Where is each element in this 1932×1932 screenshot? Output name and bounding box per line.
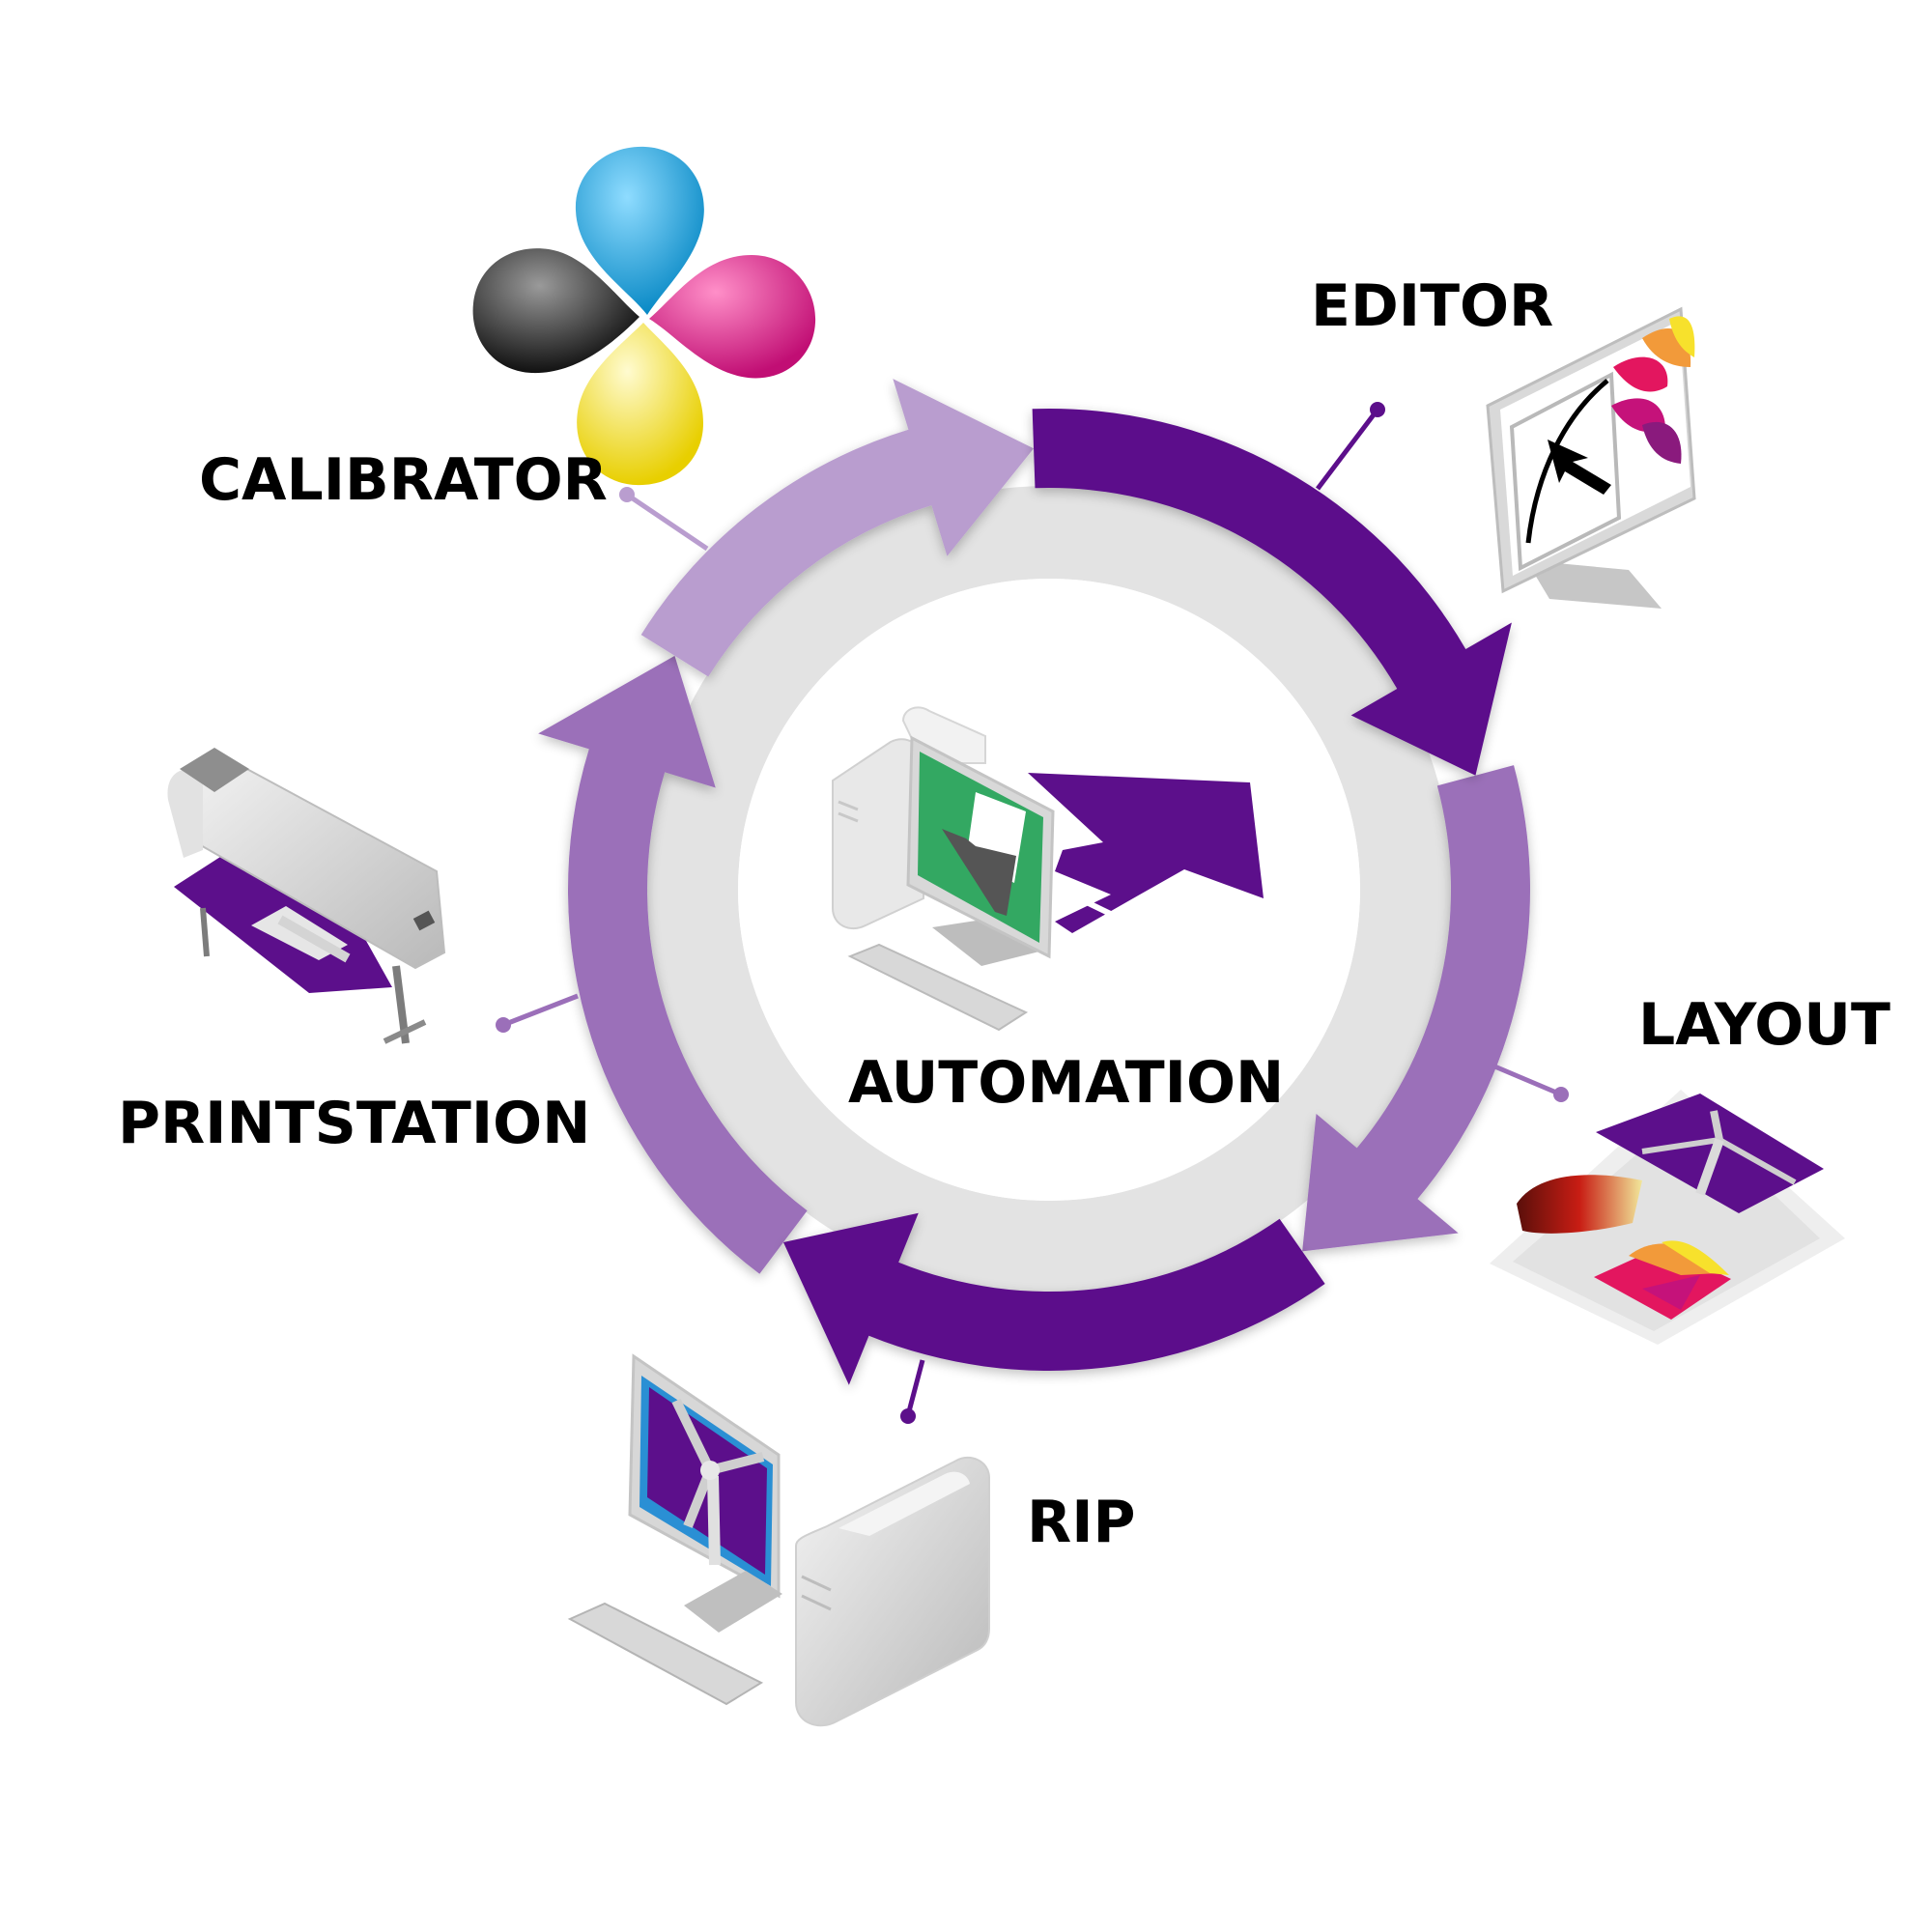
keyboard-icon <box>847 943 1029 1032</box>
arrow-rip-to-printstation <box>782 1212 1325 1385</box>
connector-rip <box>900 1359 925 1424</box>
connector-printstation <box>496 993 579 1033</box>
arrow-printstation-to-calibrator <box>538 655 808 1274</box>
layout-apple-tile <box>1517 1175 1642 1234</box>
connector-editor <box>1316 402 1385 491</box>
black-drop <box>472 248 639 374</box>
arrow-editor-to-layout <box>1032 409 1512 776</box>
connector-calibrator <box>619 487 709 552</box>
printer-icon <box>167 748 446 1044</box>
layout-flower-tile <box>1594 1240 1731 1320</box>
label-layout: LAYOUT <box>1638 991 1890 1059</box>
arrow-calibrator-to-editor <box>640 379 1035 677</box>
cursor-icon <box>1548 440 1611 495</box>
cycle-ring <box>538 379 1530 1385</box>
label-automation: AUTOMATION <box>848 1049 1284 1117</box>
automation-arrow-icon <box>1028 773 1264 933</box>
flower-graphic <box>1611 316 1695 464</box>
ring-gray-band <box>645 486 1453 1293</box>
yellow-drop <box>577 323 703 486</box>
label-printstation: PRINTSTATION <box>118 1090 590 1157</box>
rip-keyboard-icon <box>567 1602 764 1706</box>
arrow-layout-to-rip <box>1302 765 1530 1252</box>
automation-computer-icon <box>832 706 1264 1032</box>
label-rip: RIP <box>1027 1489 1136 1556</box>
label-editor: EDITOR <box>1311 272 1553 340</box>
connector-layout <box>1492 1063 1569 1102</box>
magenta-drop <box>649 255 816 379</box>
editor-monitor-icon <box>1486 306 1696 609</box>
cycle-arrows <box>538 379 1530 1385</box>
cmyk-drops-icon <box>472 146 816 486</box>
rip-workstation-icon <box>567 1353 990 1727</box>
connectors <box>496 402 1569 1424</box>
label-calibrator: CALIBRATOR <box>199 446 608 514</box>
cyan-drop <box>575 146 704 315</box>
layout-sheets-icon <box>1490 1090 1845 1345</box>
folder-icon <box>942 829 1016 916</box>
